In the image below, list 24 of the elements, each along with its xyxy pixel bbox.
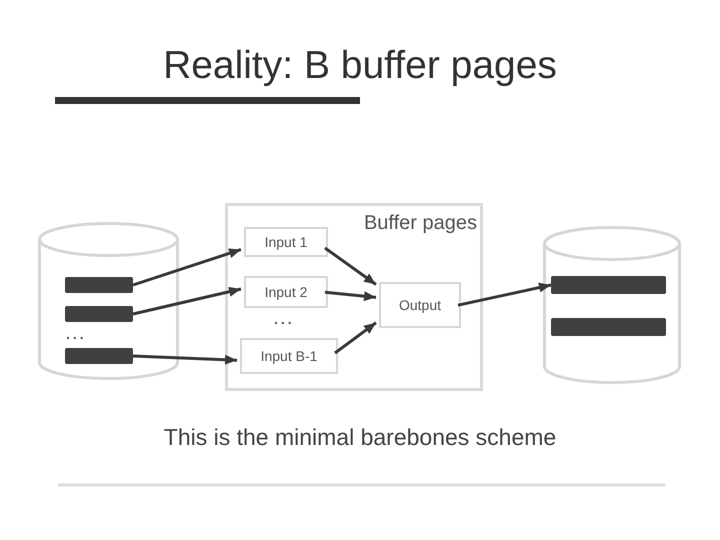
arrow bbox=[324, 290, 376, 302]
ellipsis-text: ... bbox=[66, 326, 87, 342]
page-block bbox=[65, 306, 133, 322]
page-block bbox=[551, 318, 666, 336]
ellipsis-text: ... bbox=[274, 311, 295, 327]
arrow bbox=[132, 248, 242, 286]
arrow bbox=[334, 322, 377, 354]
arrow bbox=[324, 246, 377, 286]
frame-heading: Buffer pages bbox=[364, 212, 477, 235]
buffer-page-box: Input 2 bbox=[244, 276, 328, 308]
page-block bbox=[551, 276, 666, 294]
caption-text: This is the minimal barebones scheme bbox=[162, 424, 558, 451]
slide-title: Reality: B buffer pages bbox=[162, 44, 558, 88]
disk-cylinder bbox=[543, 226, 681, 384]
buffer-pool-frame bbox=[225, 203, 483, 391]
arrow bbox=[458, 282, 552, 307]
buffer-page-box: Input B-1 bbox=[240, 338, 338, 374]
arrow bbox=[132, 354, 238, 365]
buffer-page-box: Input 1 bbox=[244, 227, 328, 257]
buffer-page-box: Output bbox=[379, 282, 461, 328]
page-block bbox=[65, 277, 133, 293]
disk-cylinder bbox=[38, 222, 179, 380]
page-block bbox=[65, 348, 133, 364]
arrow bbox=[132, 286, 242, 316]
